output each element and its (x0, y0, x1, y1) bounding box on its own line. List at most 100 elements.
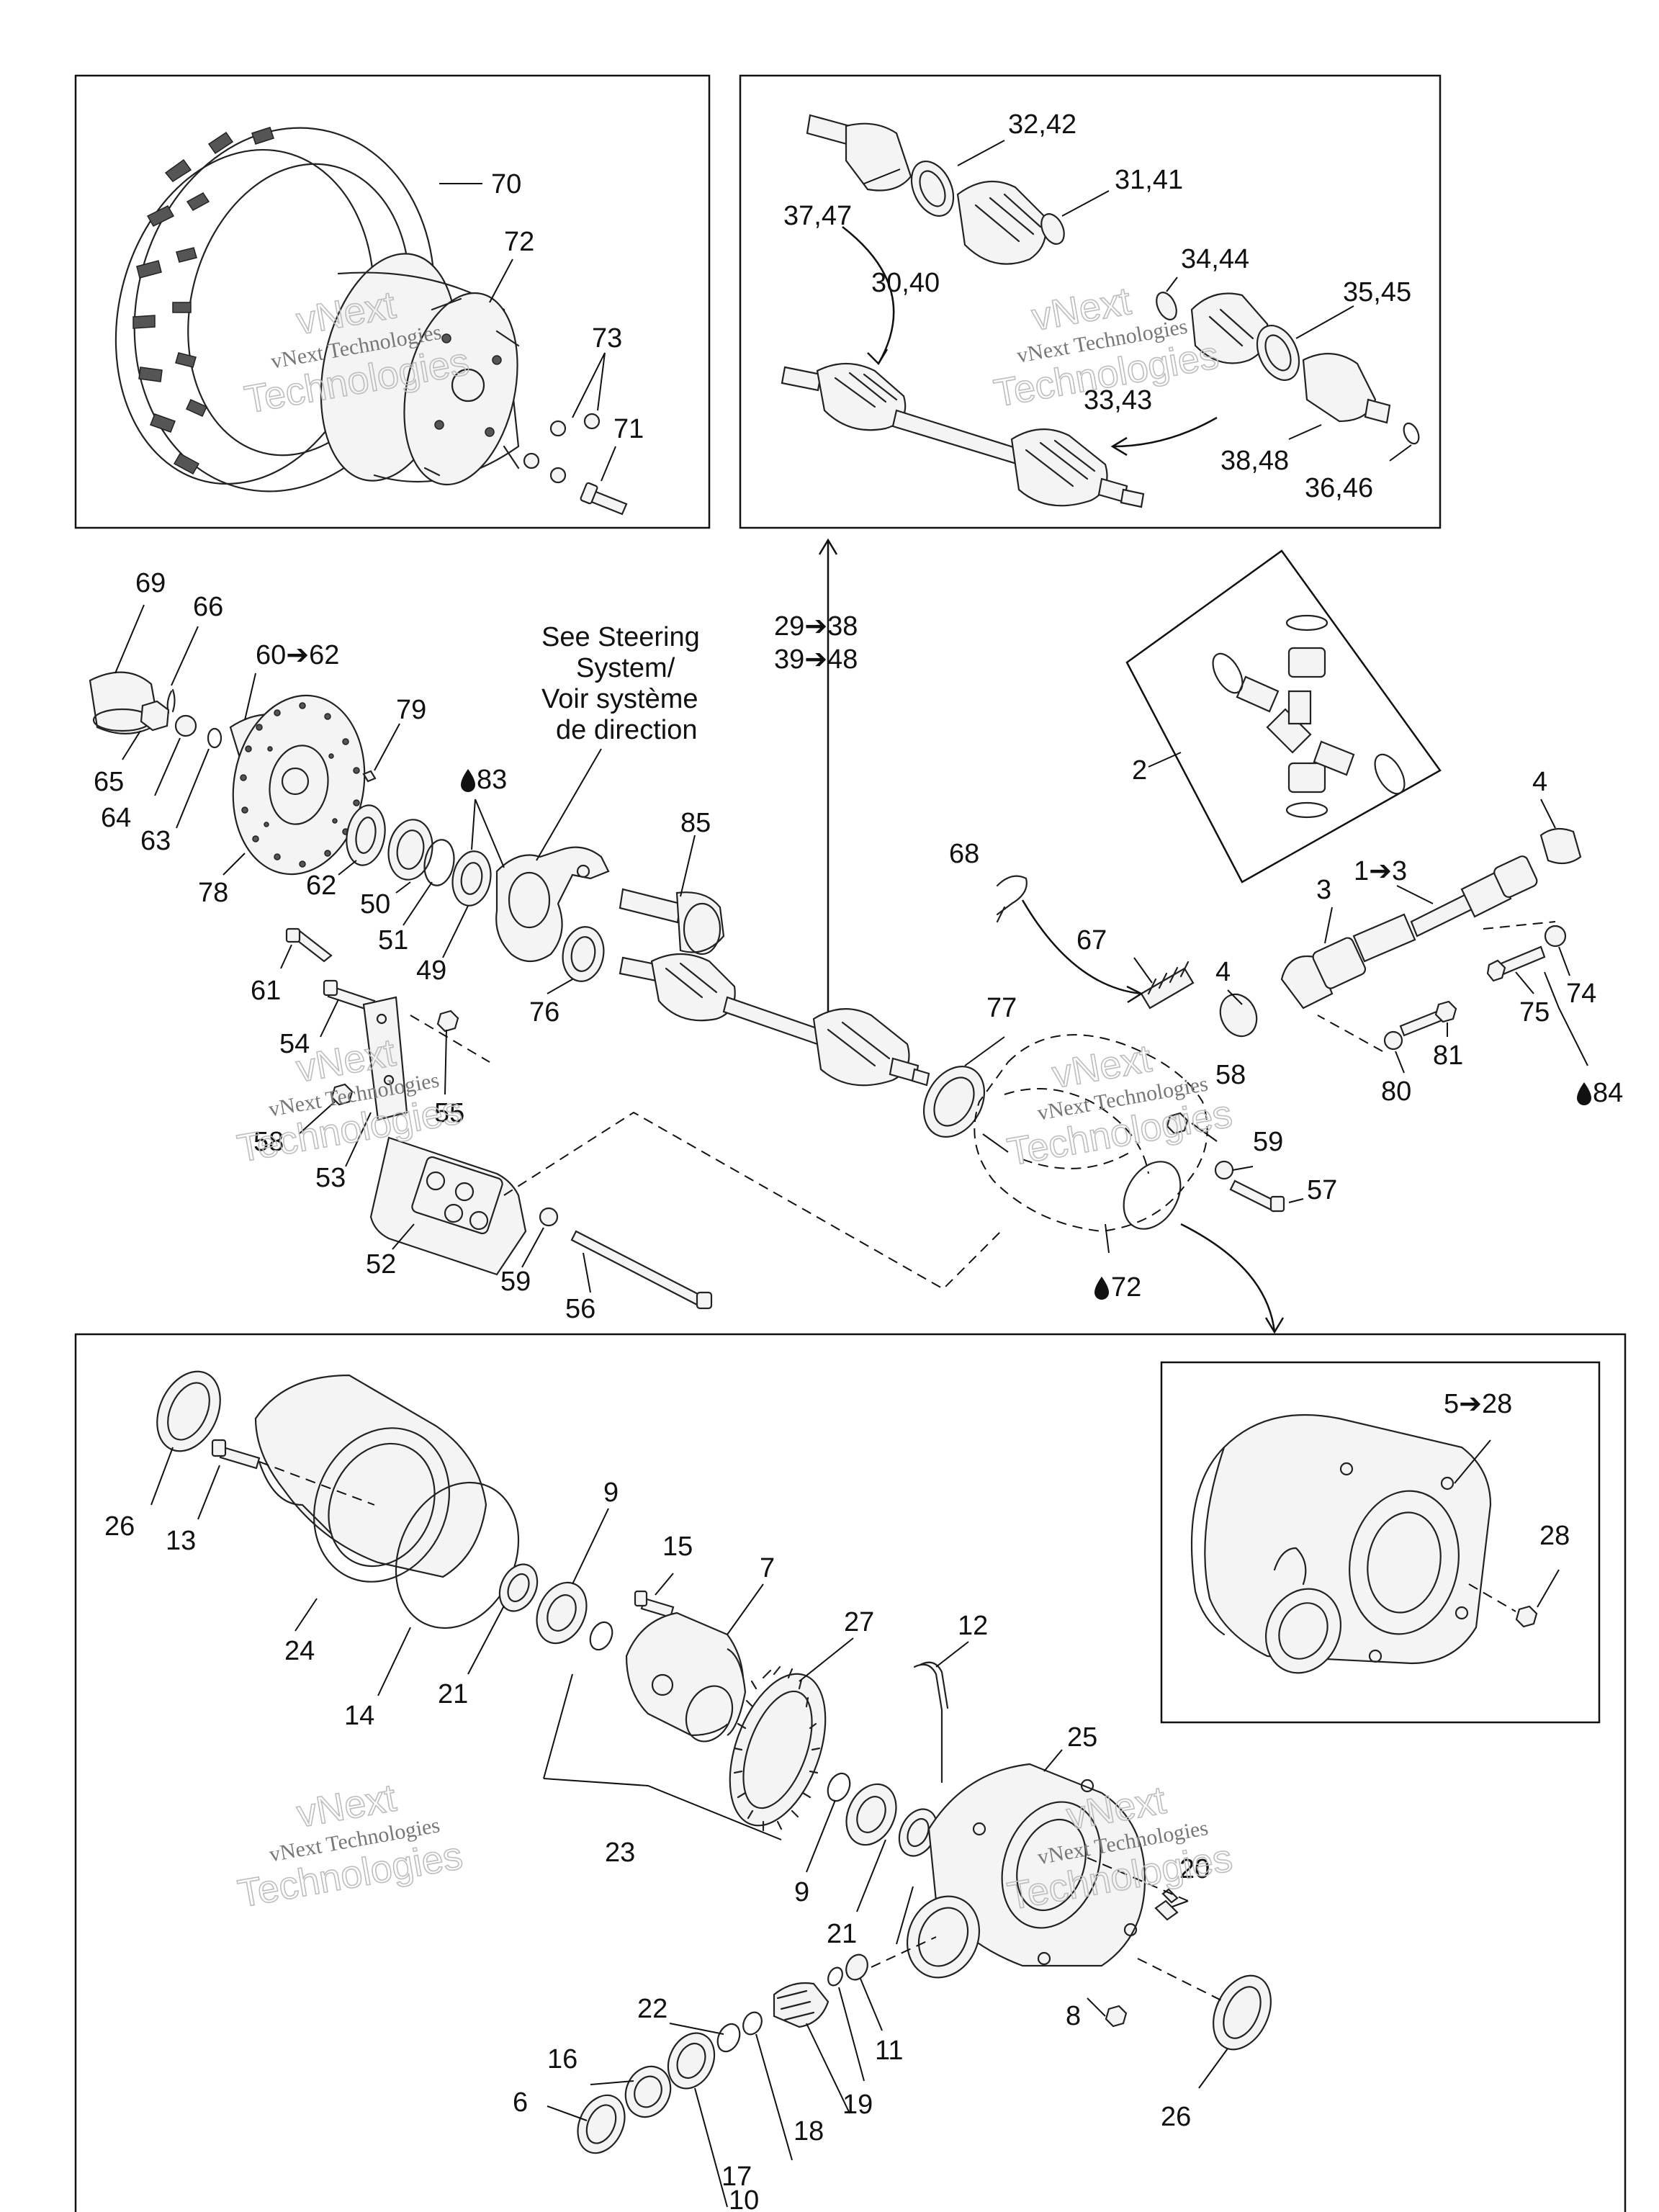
screw-79-part (362, 770, 377, 783)
callout-62: 62 (306, 871, 336, 901)
callout-9-right: 9 (794, 1877, 809, 1907)
callout-65: 65 (94, 767, 124, 797)
callout-55: 55 (434, 1098, 464, 1128)
seal-21-left-part (498, 1563, 539, 1612)
bearing-cap-4-left-part (1219, 993, 1258, 1038)
brake-disc-hub-part (229, 694, 366, 876)
seal-76-part (562, 926, 605, 982)
callout-73: 73 (592, 323, 622, 354)
bolt-57-part (1229, 1179, 1285, 1213)
knuckle-part (495, 846, 610, 963)
callout-36-46: 36,46 (1305, 473, 1373, 503)
nut-55-part (436, 1010, 459, 1033)
callout-2: 2 (1132, 755, 1147, 786)
panel-driveshaft (739, 74, 1442, 529)
ring-51-part (423, 839, 455, 886)
callout-25: 25 (1067, 1722, 1097, 1753)
callout-11: 11 (875, 2036, 903, 2066)
callout-64: 64 (101, 803, 131, 833)
callout-71: 71 (613, 414, 644, 444)
boot-30-part (956, 180, 1047, 265)
callout-77: 77 (986, 993, 1017, 1023)
watermark-2: vNext vNext Technologies Technologies (990, 279, 1222, 415)
washer-59-left-part (539, 1207, 559, 1227)
callout-81: 81 (1433, 1040, 1463, 1071)
shaft-assembly-part (781, 362, 1145, 508)
wheel-rim-part (320, 253, 520, 486)
callout-23: 23 (605, 1838, 635, 1868)
clamp-31-part (1040, 213, 1065, 245)
clip-34-part (1156, 292, 1177, 320)
callout-79: 79 (396, 695, 426, 725)
ring-19-part (827, 1966, 843, 1987)
callout-21-right: 21 (827, 1919, 857, 1949)
callout-24: 24 (284, 1636, 315, 1666)
washer-80-part (1383, 1030, 1403, 1051)
shim-ring-part (589, 1621, 613, 1651)
callout-68: 68 (949, 839, 979, 869)
nut-58-left-part (331, 1083, 354, 1106)
seal-6-part (577, 2094, 626, 2154)
pinion-bearing-11-part (845, 1954, 868, 1981)
callout-85: 85 (680, 808, 711, 838)
callout-59-left: 59 (500, 1267, 531, 1297)
bolt-61-part (285, 927, 333, 963)
callout-38-48: 38,48 (1220, 446, 1289, 476)
steering-note-line1: See Steering (541, 622, 700, 652)
callout-83: 83 (477, 765, 507, 795)
ring-gear-27-part (729, 1665, 827, 1832)
halfshaft-part (619, 953, 930, 1087)
shim-ring-right-part (827, 1772, 851, 1802)
spring-67-part (1140, 961, 1195, 1010)
callout-27: 27 (844, 1607, 874, 1637)
housing-assembly-part (1190, 1414, 1492, 1674)
callout-80: 80 (1381, 1076, 1411, 1107)
seal-77-part (922, 1066, 986, 1138)
callout-7: 7 (760, 1553, 775, 1583)
cv-joint-inner-part (806, 114, 912, 192)
callout-63: 63 (140, 826, 171, 856)
callout-5-28: 5➔28 (1444, 1389, 1512, 1419)
callout-14: 14 (344, 1701, 374, 1731)
callout-66: 66 (193, 592, 223, 622)
callout-52: 52 (366, 1249, 396, 1280)
oil-drop-icon-83 (461, 769, 475, 792)
bolt-81-part (1399, 1000, 1457, 1037)
gusset-53-part (362, 996, 408, 1121)
callout-10: 10 (729, 2185, 759, 2212)
panel-wheel (74, 74, 711, 529)
watermark-4: vNext vNext Technologies Technologies (1004, 1036, 1236, 1174)
watermark-5: vNext vNext Technologies Technologies (234, 1776, 466, 1917)
bolt-75-part (1486, 945, 1546, 982)
diff-case-7-part (625, 1611, 747, 1743)
bearing-9-right-part (845, 1783, 897, 1846)
bearing-cap-4-right-part (1539, 827, 1582, 865)
plug-20-part (1154, 1888, 1179, 1921)
callout-67: 67 (1076, 925, 1107, 956)
callout-39-48: 39➔48 (774, 644, 858, 675)
bolt-15-part (634, 1590, 675, 1619)
panel-differential (74, 1333, 1627, 2212)
callout-72-oil: 72 (1111, 1272, 1141, 1303)
nut-58-right-part (1166, 1112, 1189, 1135)
seal-62-part (346, 804, 386, 866)
bearing-32-part (910, 161, 955, 217)
housing-25-part (906, 1763, 1146, 1979)
long-bolt-56-part (570, 1230, 713, 1310)
steering-note-line2: System/ (576, 653, 675, 683)
mount-plate-52-part (369, 1136, 527, 1276)
callout-12: 12 (958, 1611, 988, 1641)
callout-33-43: 33,43 (1084, 385, 1152, 415)
callout-74: 74 (1566, 979, 1596, 1009)
callout-28: 28 (1539, 1521, 1570, 1551)
ring-22-part (716, 2023, 741, 2053)
cv-joint-outer-part (1302, 353, 1391, 424)
ring-36-part (1403, 422, 1420, 445)
stub-shaft-85-part (619, 888, 725, 956)
callout-16: 16 (547, 2044, 577, 2074)
callout-61: 61 (251, 976, 281, 1006)
callout-70: 70 (491, 169, 521, 199)
callout-32-42: 32,42 (1008, 109, 1076, 140)
callout-50: 50 (360, 889, 390, 920)
